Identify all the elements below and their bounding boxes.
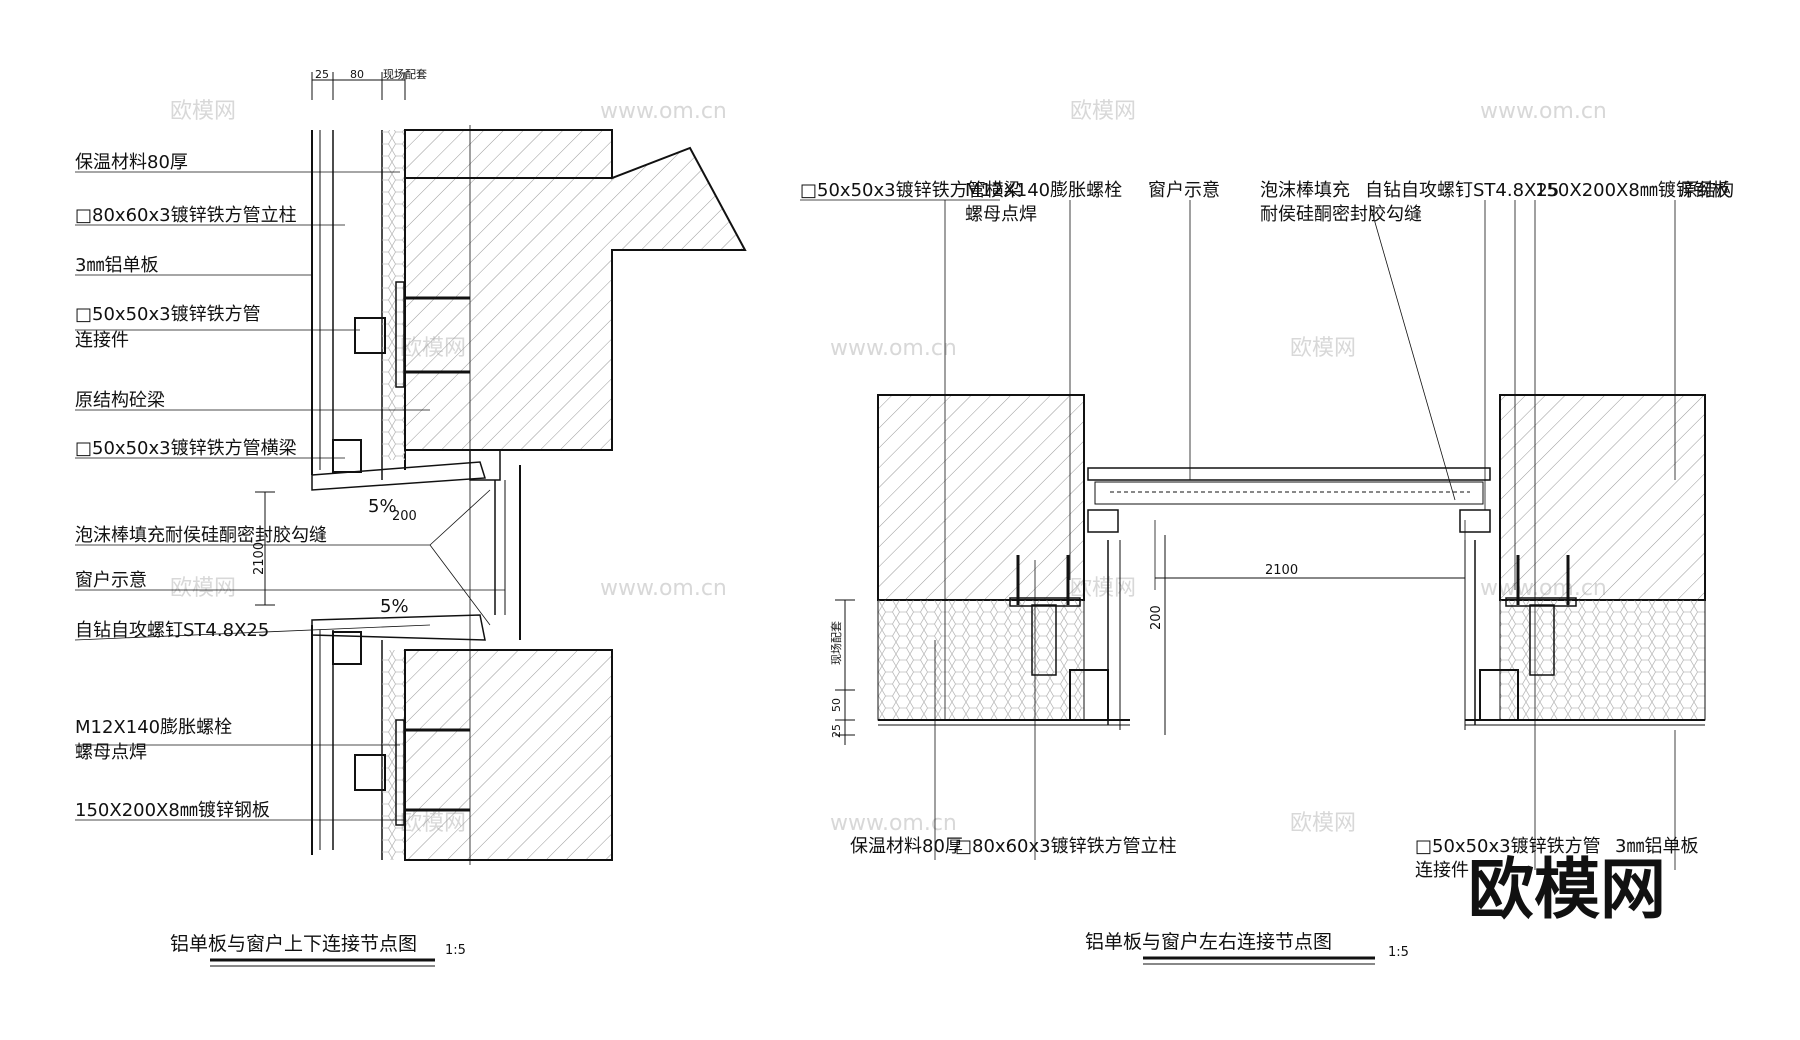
dim-2100-right: 2100 [1265, 563, 1298, 578]
label-nut-weld: 螺母点焊 [75, 742, 147, 763]
label-crossbeam: □50x50x3镀锌铁方管横梁 [75, 438, 297, 459]
watermark-text: 欧模网 [1290, 811, 1356, 836]
label-window: 窗户示意 [75, 570, 147, 591]
label-bolt-r: M12X140膨胀螺栓 [965, 180, 1122, 201]
dim-2100-left: 2100 [252, 542, 267, 575]
slope-top: 5% [368, 496, 397, 517]
left-title: 铝单板与窗户上下连接节点图 [170, 933, 417, 955]
dim-25: 25 [315, 68, 329, 81]
label-tube-r: □50x50x3镀锌铁方管 [1415, 836, 1601, 857]
left-title-underline [210, 958, 435, 967]
left-scale: 1:5 [445, 943, 466, 958]
label-panel-r: 3㎜铝单板 [1615, 836, 1698, 857]
label-screw-r: 自钻自攻螺钉ST4.8X25 [1365, 180, 1559, 201]
label-column-r: □80x60x3镀锌铁方管立柱 [955, 836, 1177, 857]
left-detail-text: 25 80 现场配套 保温材料80厚 □80x60x3镀锌铁方管立柱 3㎜铝单板… [75, 67, 466, 958]
label-insulation-r: 保温材料80厚 [850, 836, 963, 857]
right-title-underline [1143, 956, 1375, 965]
dim-site-right: 现场配套 [829, 621, 843, 665]
watermark-url: www.om.cn [600, 576, 727, 601]
label-connector-r: 连接件 [1415, 860, 1469, 881]
brand-logo-text: 欧模网 [1468, 851, 1666, 928]
watermark-url: www.om.cn [1480, 99, 1607, 124]
label-foam-sealant: 泡沫棒填充耐侯硅酮密封胶勾缝 [75, 525, 327, 546]
slope-bottom: 5% [380, 596, 409, 617]
left-section-drawing [74, 72, 747, 865]
label-aluminum-panel: 3㎜铝单板 [75, 255, 158, 276]
watermark-text: 欧模网 [1070, 99, 1136, 124]
label-sealant-r: 耐侯硅酮密封胶勾缝 [1260, 204, 1422, 225]
label-crossbeam-r: □50x50x3镀锌铁方管横梁 [800, 180, 1022, 201]
label-steel-plate: 150X200X8㎜镀锌钢板 [75, 800, 270, 821]
dim-25-right: 25 [830, 724, 843, 738]
label-plate-r: 150X200X8㎜镀锌钢板 [1535, 180, 1730, 201]
watermark-url: www.om.cn [830, 811, 957, 836]
dim-200-right: 200 [1149, 605, 1164, 630]
label-connector: 连接件 [75, 330, 129, 351]
dim-50-right: 50 [830, 698, 843, 712]
label-structure-r: 原结构 [1680, 180, 1734, 201]
right-scale: 1:5 [1388, 945, 1409, 960]
watermark-url: www.om.cn [830, 336, 957, 361]
label-foam-r: 泡沫棒填充 [1260, 180, 1350, 201]
label-window-r: 窗户示意 [1148, 180, 1220, 201]
watermark-text: 欧模网 [170, 576, 236, 601]
watermark-text: 欧模网 [170, 99, 236, 124]
right-detail-text: □50x50x3镀锌铁方管横梁 M12X140膨胀螺栓 螺母点焊 窗户示意 泡沫… [800, 180, 1734, 960]
label-nut-weld-r: 螺母点焊 [965, 204, 1037, 225]
dim-200-left: 200 [392, 509, 417, 524]
label-screw: 自钻自攻螺钉ST4.8X25 [75, 620, 269, 641]
label-concrete-beam: 原结构砼梁 [75, 390, 165, 411]
watermark-text: 欧模网 [1290, 336, 1356, 361]
right-title: 铝单板与窗户左右连接节点图 [1085, 931, 1332, 953]
label-column-tube: □80x60x3镀锌铁方管立柱 [75, 205, 297, 226]
label-steel-tube: □50x50x3镀锌铁方管 [75, 304, 261, 325]
label-bolt: M12X140膨胀螺栓 [75, 717, 232, 738]
label-insulation: 保温材料80厚 [75, 152, 188, 173]
dim-site: 现场配套 [383, 67, 427, 81]
watermark-url: www.om.cn [600, 99, 727, 124]
right-section-drawing [800, 199, 1706, 870]
dim-80: 80 [350, 68, 364, 81]
